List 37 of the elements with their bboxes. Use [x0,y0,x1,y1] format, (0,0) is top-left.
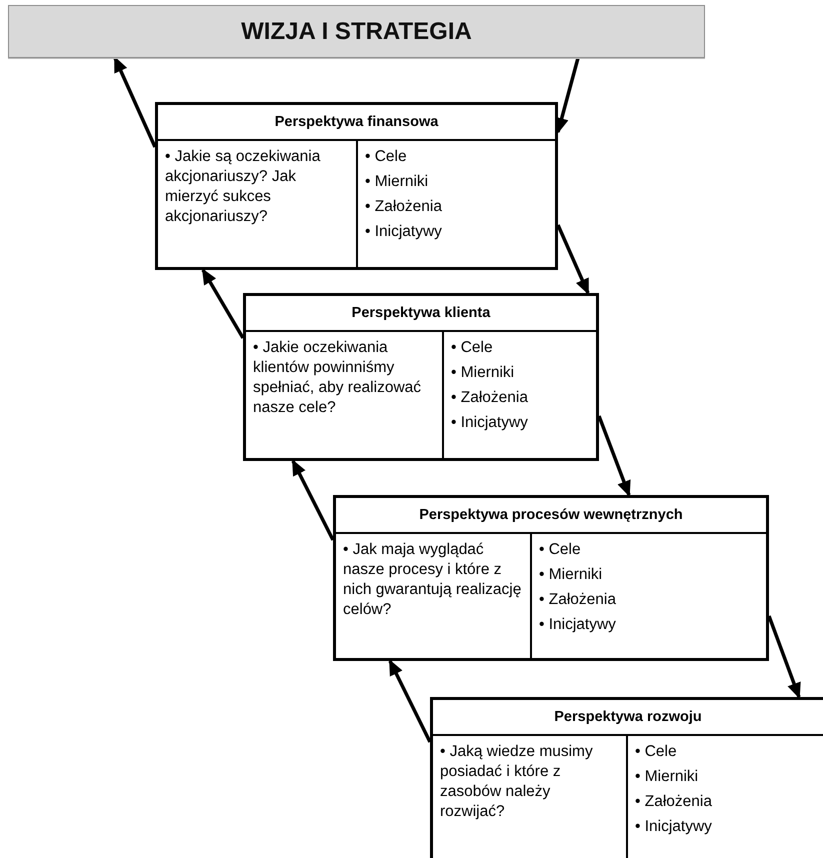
list-item: • Mierniki [451,363,514,383]
list-item: • Cele [635,742,677,762]
banner [8,5,705,58]
list-item: • Mierniki [365,172,428,192]
arrow [597,415,631,497]
question-text: • Jakie są oczekiwania akcjonariuszy? Jak mierzyć sukces akcjonariuszy? [158,141,358,267]
list-item: • Inicjatywy [539,615,616,635]
perspective-box [333,495,769,661]
perspective-box [243,293,599,461]
box-heading: Perspektywa procesów wewnętrznych [336,498,766,534]
perspective-box [155,102,558,270]
list-item: • Cele [365,147,407,167]
question-text: • Jaką wiedze musimy posiadać i które z zasobów należy rozwijać? [433,736,628,858]
arrow [556,224,590,295]
list-item: • Inicjatywy [451,413,528,433]
list-item: • Cele [451,338,493,358]
arrow [113,56,157,148]
question-text: • Jakie oczekiwania klientów powinniśmy spełniać, aby realizować nasze cele? [246,332,444,458]
list-item: • Założenia [451,388,528,408]
perspective-box [430,697,823,858]
list-item: • Inicjatywy [365,222,442,242]
arrow [202,268,244,339]
list-item: • Mierniki [635,767,698,787]
arrow [767,615,801,699]
box-heading: Perspektywa finansowa [158,105,555,141]
list-item: • Założenia [539,590,616,610]
question-text: • Jak maja wyglądać nasze procesy i które z nich gwarantują realizację celów? [336,534,532,658]
list-item: • Założenia [365,197,442,217]
box-heading: Perspektywa rozwoju [433,700,823,736]
list-item: • Inicjatywy [635,817,712,837]
list-item: • Cele [539,540,581,560]
list-item: • Mierniki [539,565,602,585]
arrow [291,459,335,541]
banner-title: WIZJA I STRATEGIA [241,18,472,46]
list-item: • Założenia [635,792,712,812]
box-heading: Perspektywa klienta [246,296,596,332]
arrow [388,659,432,743]
